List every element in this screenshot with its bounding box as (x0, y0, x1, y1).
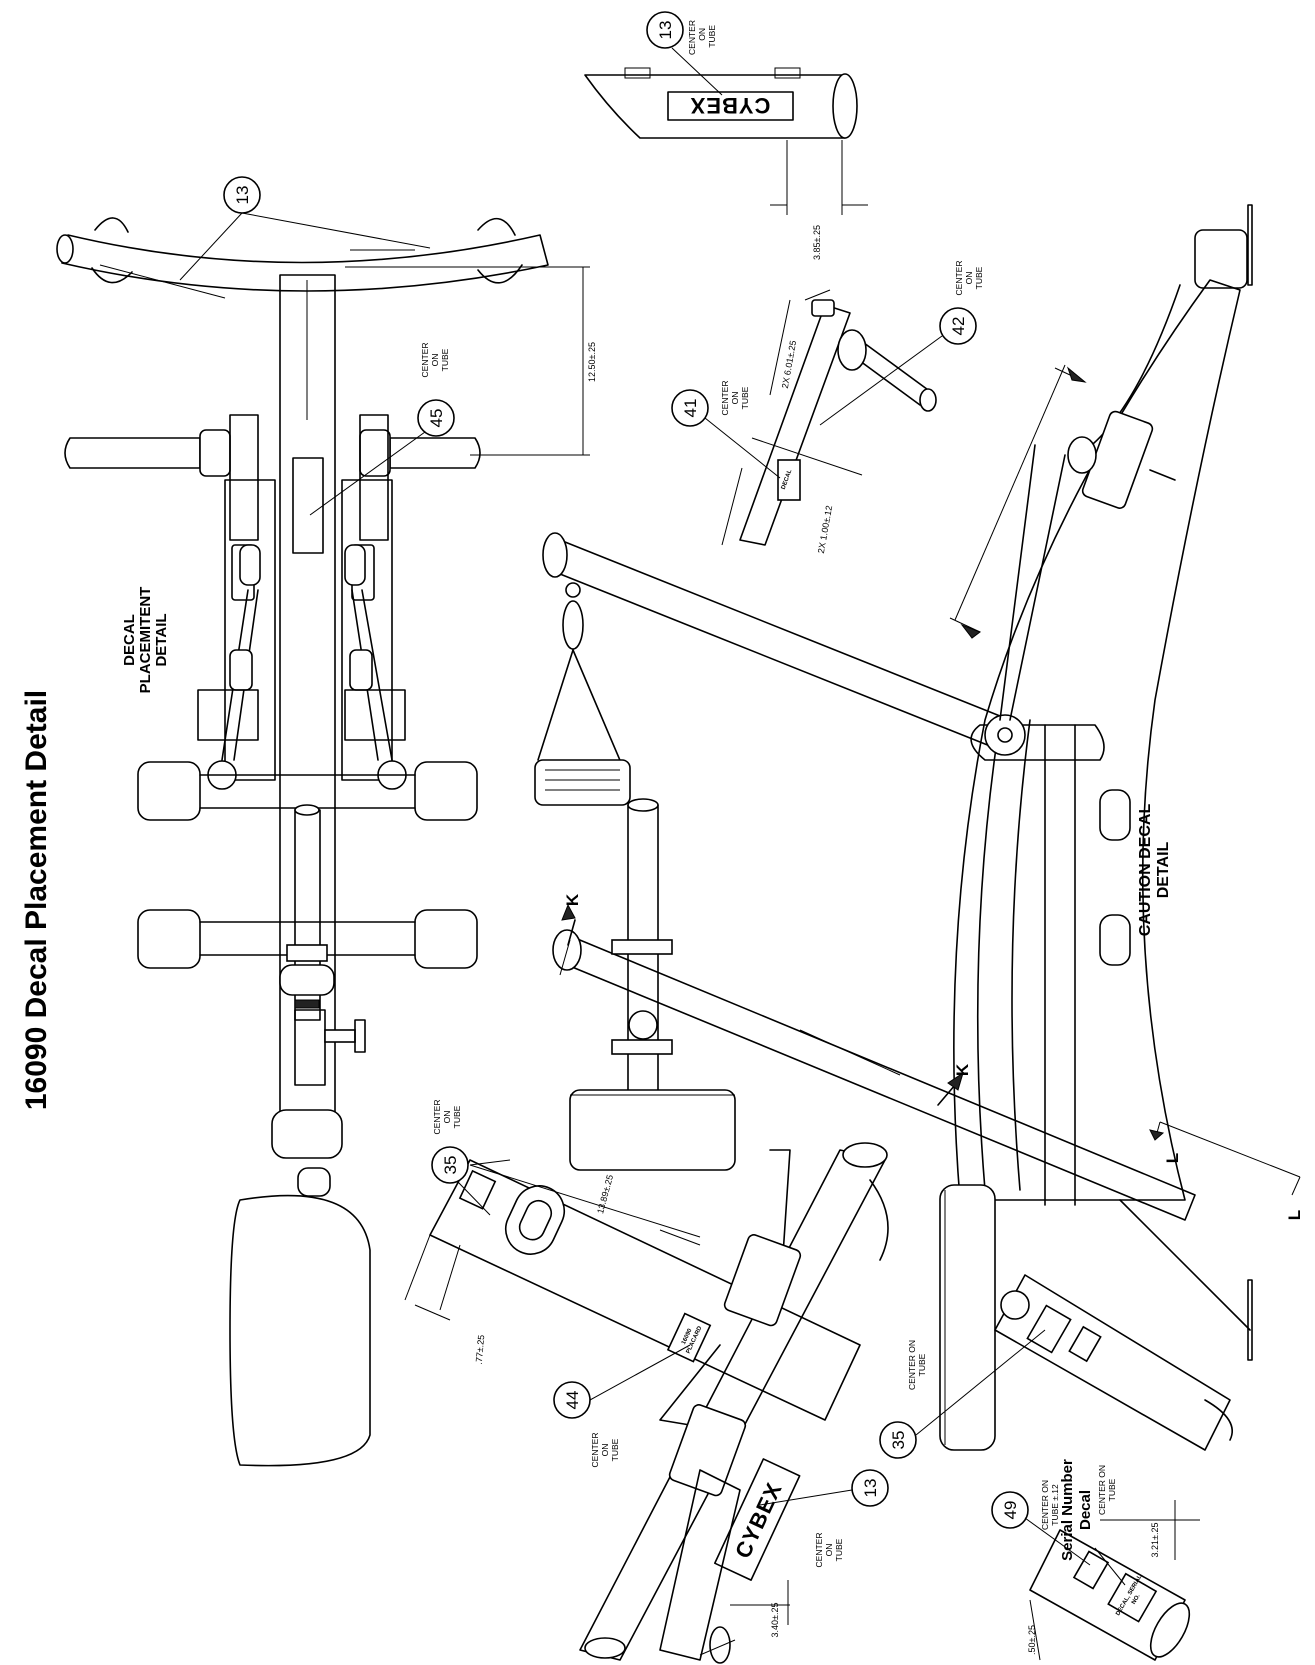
svg-text:CAUTION DECAL: CAUTION DECAL (1137, 804, 1154, 937)
svg-text:TUBE: TUBE (834, 1538, 844, 1561)
svg-text:PLACEMITENT: PLACEMITENT (137, 587, 154, 694)
dim-0-77: .77±.25 (474, 1334, 487, 1365)
callout-42: 42 (949, 317, 968, 336)
caution-frame: K K L L CAUTION DECAL DETAIL (542, 204, 1304, 1361)
middle-column (569, 798, 736, 1171)
serial-number-decal-label: Serial Number Decal (1059, 1459, 1094, 1561)
svg-text:TUBE: TUBE (740, 386, 750, 409)
svg-text:ON: ON (600, 1444, 610, 1457)
svg-text:TUBE ±.12: TUBE ±.12 (1050, 1484, 1060, 1526)
dim-13-89: 13.89±.25 (595, 1174, 615, 1215)
detail-41-42: DECAL 2X 6.01±.25 2X 1.00±.12 41 CENTER … (671, 261, 984, 554)
section-mark-k-bottom: K (953, 1063, 972, 1076)
svg-text:CENTER: CENTER (687, 20, 697, 55)
svg-text:ON: ON (824, 1544, 834, 1557)
svg-text:ON: ON (730, 392, 740, 405)
svg-text:TUBE: TUBE (974, 266, 984, 289)
svg-text:CENTER ON: CENTER ON (1040, 1480, 1050, 1530)
center-on-tube-label-45: CENTER ON TUBE (420, 343, 450, 378)
lower-right-assembly: 35 CENTER ON TUBE (879, 1184, 1233, 1459)
svg-text:ON: ON (697, 28, 707, 41)
callout-49: 49 (1001, 1501, 1020, 1520)
svg-text:Serial Number: Serial Number (1059, 1459, 1076, 1561)
svg-text:CENTER: CENTER (420, 343, 430, 378)
svg-text:ON: ON (430, 354, 440, 367)
center-on-tube-label-top: CENTER ON TUBE (687, 20, 717, 55)
cybex-decal-text-top: CYBEX (690, 93, 771, 118)
center-on-tube-label-44: CENTER ON TUBE (590, 1433, 620, 1468)
decal-serial-text-1: NO. (1131, 1593, 1142, 1606)
page-title: 16090 Decal Placement Detail (20, 690, 53, 1110)
dim-3-85: 3.85±.25 (812, 225, 822, 260)
callout-41: 41 (681, 399, 700, 418)
svg-text:TUBE: TUBE (917, 1353, 927, 1376)
svg-text:TUBE: TUBE (610, 1438, 620, 1461)
center-on-tube-label-35-right: CENTER ON TUBE (907, 1340, 927, 1390)
dim-3-40: 3.40±.25 (770, 1603, 780, 1638)
svg-text:TUBE: TUBE (440, 348, 450, 371)
center-on-tube-label-42: CENTER ON TUBE (954, 261, 984, 296)
section-mark-k-top: K (563, 893, 582, 906)
dim-12-50: 12.50±.25 (587, 342, 597, 382)
main-top-view: 13 12.50±.25 DECAL DECAL (56, 176, 597, 1467)
svg-text:TUBE: TUBE (707, 25, 717, 48)
svg-text:CENTER ON: CENTER ON (907, 1340, 917, 1390)
dim-2x-6-01: 2X 6.01±.25 (780, 340, 798, 389)
callout-13-handlebar: 13 (233, 186, 252, 205)
svg-text:TUBE: TUBE (452, 1105, 462, 1128)
center-on-tube-label-35-left: CENTER ON TUBE (432, 1100, 462, 1135)
callout-35-left: 35 (441, 1156, 460, 1175)
dim-2x-1-00: 2X 1.00±.12 (816, 505, 834, 554)
bottom-assembly: 16090 PLACARD CYBEX 13.89±.25 .77±.25 35… (404, 1100, 889, 1664)
dim-3-21: 3.21±.25 (1150, 1523, 1160, 1558)
svg-text:CENTER: CENTER (954, 261, 964, 296)
serial-number-detail: DECAL, SERIAL NO. 3.21±.25 .50±.25 49 CE… (991, 1459, 1200, 1661)
svg-text:DETAIL: DETAIL (153, 613, 170, 666)
svg-text:CENTER: CENTER (720, 381, 730, 416)
top-cybex-detail: CYBEX 3.85±.25 13 CENTER ON TUBE (584, 11, 868, 260)
callout-44: 44 (563, 1391, 582, 1410)
center-on-tube-label-serial: CENTER ON TUBE (1097, 1465, 1117, 1515)
center-on-tube-label-13-bottom: CENTER ON TUBE (814, 1533, 844, 1568)
decal-placement-detail-label: DECAL PLACEMITENT DETAIL (121, 587, 170, 694)
callout-13-top: 13 (656, 21, 675, 40)
svg-text:CENTER ON: CENTER ON (1097, 1465, 1107, 1515)
svg-text:TUBE: TUBE (1107, 1478, 1117, 1501)
svg-text:CENTER: CENTER (432, 1100, 442, 1135)
callout-45: 45 (427, 409, 446, 428)
handle-grip (534, 582, 631, 806)
callout-35-right: 35 (889, 1431, 908, 1450)
svg-text:CENTER: CENTER (814, 1533, 824, 1568)
callout-13-bottom: 13 (861, 1479, 880, 1498)
svg-text:CENTER: CENTER (590, 1433, 600, 1468)
svg-text:Decal: Decal (1077, 1490, 1094, 1530)
section-mark-l-top: L (1163, 1153, 1182, 1163)
caution-decal-detail-label: CAUTION DECAL DETAIL (1137, 804, 1172, 937)
svg-text:DETAIL: DETAIL (1155, 841, 1172, 898)
svg-text:ON: ON (442, 1111, 452, 1124)
section-mark-l-bottom: L (1285, 1210, 1304, 1220)
svg-text:DECAL: DECAL (121, 614, 138, 666)
dim-0-50: .50±.25 (1027, 1625, 1037, 1655)
center-on-tube-tol-label: CENTER ON TUBE ±.12 (1040, 1480, 1060, 1530)
center-on-tube-label-41: CENTER ON TUBE (720, 381, 750, 416)
svg-text:ON: ON (964, 272, 974, 285)
